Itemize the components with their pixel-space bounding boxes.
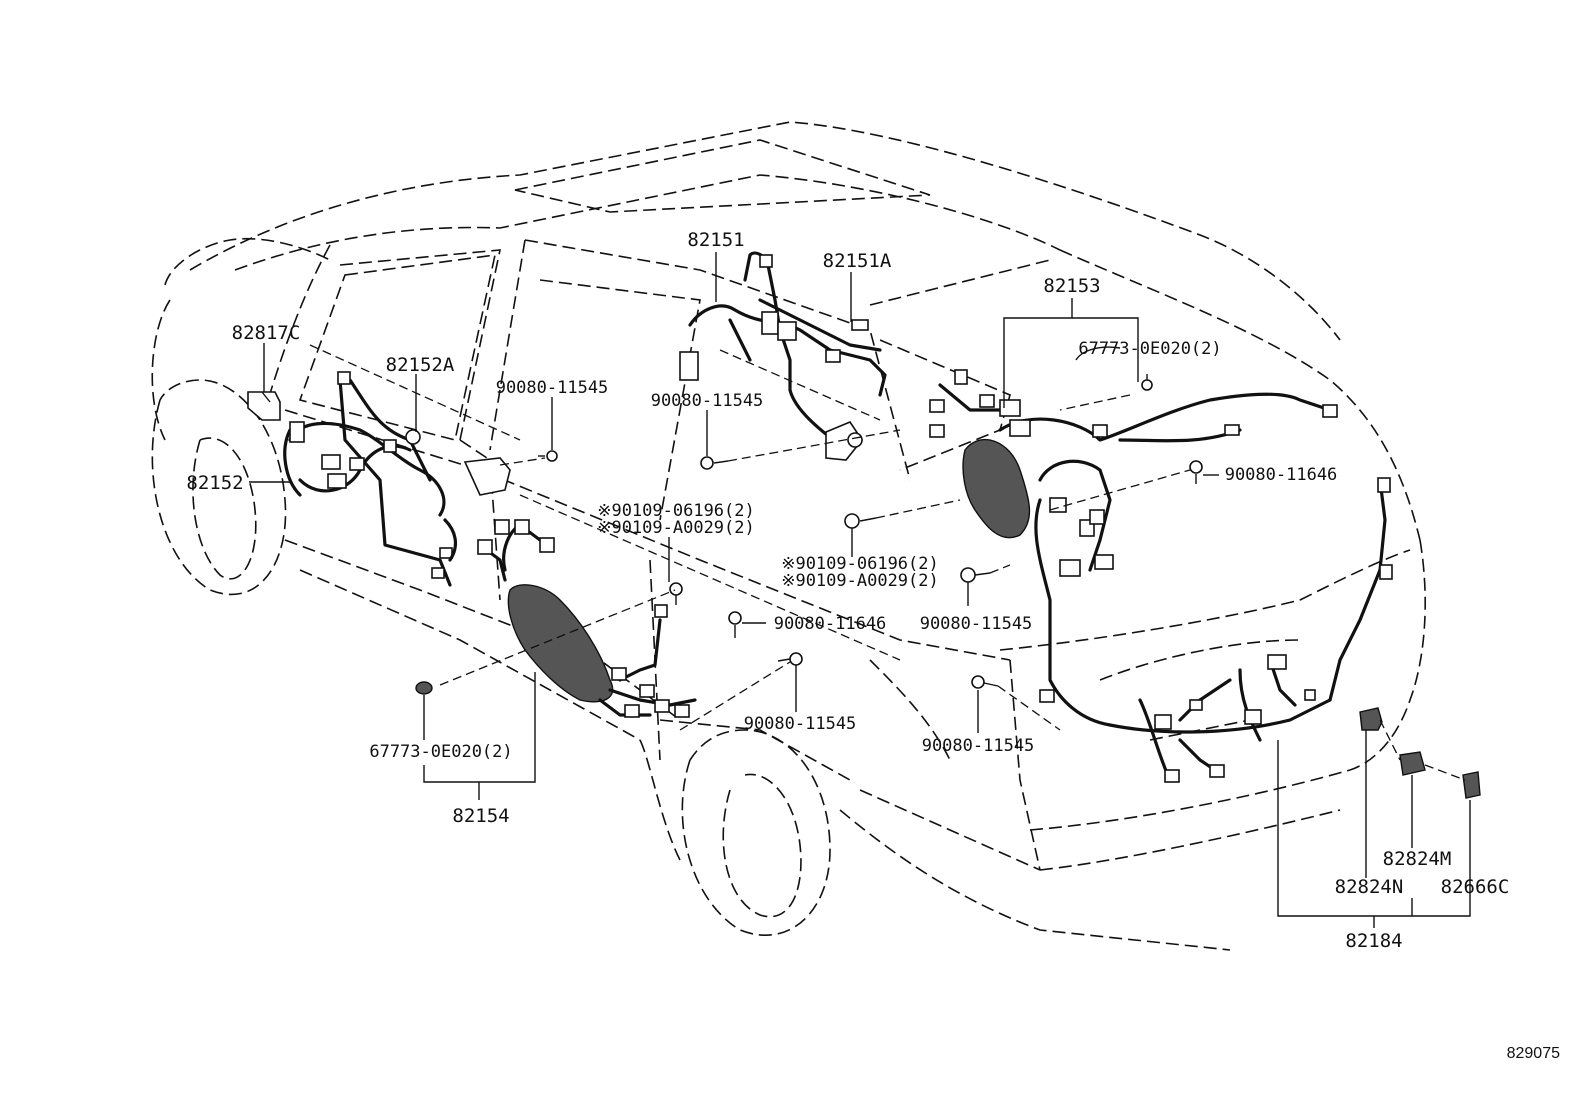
bolt-icon bbox=[777, 652, 803, 666]
harness-82184 bbox=[1108, 477, 1393, 783]
label-90080-11545-b: 90080-11545 bbox=[651, 391, 764, 411]
label-67773-top: 67773-0E020(2) bbox=[1078, 339, 1221, 359]
part-labels: 82151 82151A 82153 67773-0E020(2) 82817C… bbox=[186, 229, 1560, 1062]
clip-icon bbox=[415, 681, 433, 695]
part-82666C bbox=[1462, 771, 1481, 799]
label-90080-11545-c: 90080-11545 bbox=[920, 614, 1033, 634]
bolt-icon bbox=[728, 611, 742, 638]
bolt-icon bbox=[960, 567, 991, 583]
figure-number: 829075 bbox=[1507, 1045, 1560, 1062]
label-90080-11545-e: 90080-11545 bbox=[922, 736, 1035, 756]
bolt-icon bbox=[1141, 374, 1153, 391]
bolt-icon bbox=[669, 582, 683, 605]
label-82151: 82151 bbox=[687, 229, 744, 251]
bolt-icon bbox=[971, 675, 999, 689]
label-82154: 82154 bbox=[452, 805, 509, 827]
label-82666C: 82666C bbox=[1441, 876, 1510, 898]
bolt-icon bbox=[700, 456, 729, 470]
label-90109-A0029-b: ※90109-A0029(2) bbox=[781, 571, 939, 591]
label-90080-11646-b: 90080-11646 bbox=[774, 614, 887, 634]
label-67773-bottom: 67773-0E020(2) bbox=[369, 742, 512, 762]
label-82824M: 82824M bbox=[1383, 848, 1452, 870]
label-82152: 82152 bbox=[186, 472, 243, 494]
label-90080-11646-a: 90080-11646 bbox=[1225, 465, 1338, 485]
label-90109-A0029-a: ※90109-A0029(2) bbox=[597, 518, 755, 538]
part-82824M bbox=[1399, 751, 1426, 776]
vehicle-outline bbox=[151, 121, 1426, 951]
part-82824N bbox=[1359, 707, 1383, 731]
harness-82154 bbox=[463, 457, 697, 718]
label-82151A: 82151A bbox=[823, 250, 892, 272]
label-82824N: 82824N bbox=[1335, 876, 1404, 898]
bolt-icons bbox=[415, 374, 1203, 695]
label-82817C: 82817C bbox=[232, 322, 301, 344]
bolt-icon bbox=[538, 450, 558, 462]
label-90080-11545-a: 90080-11545 bbox=[496, 378, 609, 398]
label-82184: 82184 bbox=[1345, 930, 1402, 952]
harness-82151 bbox=[679, 251, 887, 461]
label-90080-11545-d: 90080-11545 bbox=[744, 714, 857, 734]
harness-82152 bbox=[283, 371, 458, 587]
label-82153: 82153 bbox=[1043, 275, 1100, 297]
bolt-icon bbox=[1189, 460, 1203, 484]
bolt-icon bbox=[844, 513, 877, 529]
label-90109-06196-b: ※90109-06196(2) bbox=[781, 554, 939, 574]
harness-82153 bbox=[929, 369, 1338, 727]
part-82817C bbox=[247, 391, 281, 421]
label-82152A: 82152A bbox=[386, 354, 455, 376]
dashed-leaders bbox=[309, 344, 1466, 781]
label-90109-06196-a: ※90109-06196(2) bbox=[597, 501, 755, 521]
